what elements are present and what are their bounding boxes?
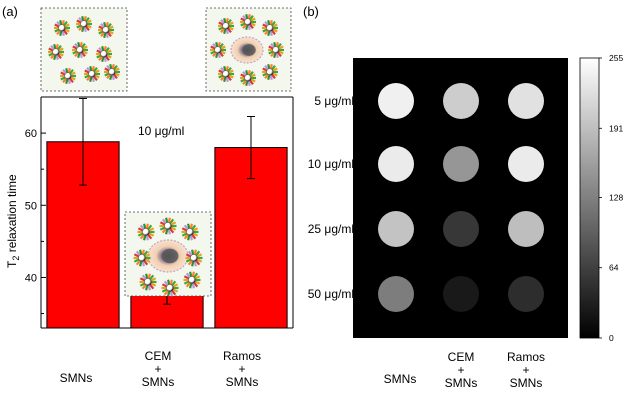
mri-wells: [378, 83, 544, 312]
colorbar-tick-label: 255: [609, 53, 623, 63]
column-label: +: [457, 363, 464, 377]
colorbar-tick-label: 0: [609, 333, 614, 343]
y-ticks: 40 50 60: [25, 96, 46, 315]
colorbar-tick-label: 128: [609, 192, 623, 202]
bar-plot-area: 40 50 60: [25, 96, 294, 329]
column-label: SMNs: [510, 376, 543, 390]
y-tick-label: 50: [25, 200, 37, 212]
bar-category-label: CEM: [145, 349, 172, 363]
column-label: SMNs: [445, 376, 478, 390]
row-label: 10 μg/ml: [308, 157, 354, 171]
mri-well: [508, 211, 544, 247]
mri-well: [378, 146, 414, 182]
concentration-annotation: 10 μg/ml: [138, 124, 184, 138]
mri-well: [443, 276, 479, 312]
y-tick-label: 40: [25, 272, 37, 284]
bar-category-label: +: [154, 362, 161, 376]
concentration-row-labels: 5 μg/ml 10 μg/ml 25 μg/ml 50 μg/ml: [308, 94, 354, 301]
bar-category-label: SMNs: [60, 371, 93, 385]
y-tick-label: 60: [25, 128, 37, 140]
mri-well: [443, 211, 479, 247]
colorbar-ticks: 0 64 128 191 255: [599, 53, 623, 343]
panel-b-label: (b): [303, 4, 319, 19]
inset-free-nanoparticles: [40, 7, 128, 92]
row-label: 50 μg/ml: [308, 287, 354, 301]
colorbar-tick-label: 64: [609, 263, 619, 273]
bar-category-label: SMNs: [226, 375, 259, 389]
mri-well: [378, 83, 414, 119]
column-label: CEM: [448, 350, 475, 364]
mri-well: [378, 276, 414, 312]
mri-well: [508, 83, 544, 119]
bar-category-label: Ramos: [223, 349, 261, 363]
inset-cem-cell-nanoparticles: [124, 211, 212, 297]
mri-well: [508, 146, 544, 182]
bars: [46, 97, 288, 329]
row-label: 25 μg/ml: [308, 222, 354, 236]
mri-well: [443, 83, 479, 119]
mri-well: [378, 211, 414, 247]
bar-category-label: +: [238, 362, 245, 376]
panel-a-label: (a): [2, 4, 18, 19]
mri-well: [508, 276, 544, 312]
bar-category-label: SMNs: [142, 375, 175, 389]
colorbar: [579, 57, 600, 339]
mri-well: [443, 146, 479, 182]
column-label: +: [522, 363, 529, 377]
inset-ramos-cell-nanoparticles: [205, 7, 292, 92]
column-label: SMNs: [384, 372, 417, 386]
column-label: Ramos: [507, 350, 545, 364]
row-label: 5 μg/ml: [314, 94, 354, 108]
y-axis-label: T2 relaxation time: [5, 174, 21, 268]
colorbar-tick-label: 191: [609, 123, 623, 133]
